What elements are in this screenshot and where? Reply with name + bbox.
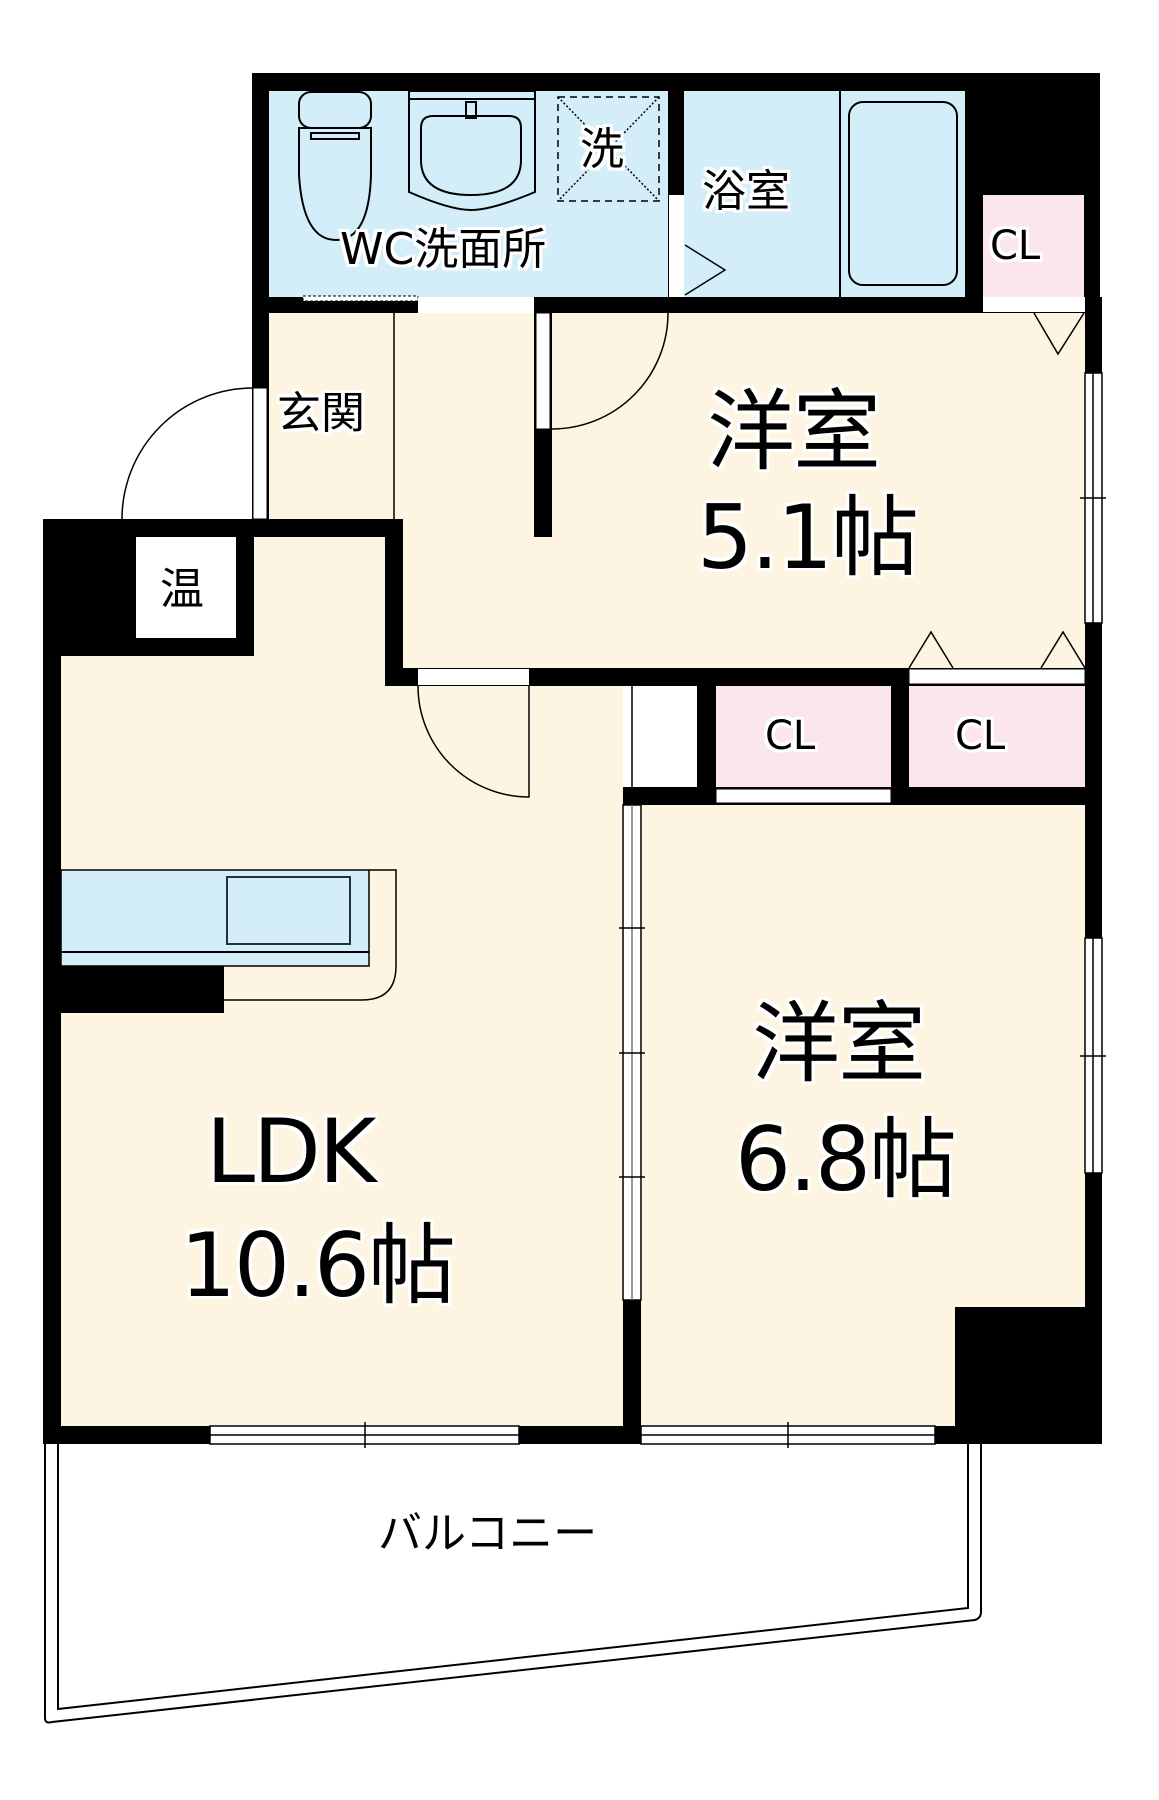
room1-door-opening — [535, 312, 551, 430]
hallway-inner-wall — [385, 519, 403, 686]
balcony-label: バルコニー — [378, 1508, 598, 1559]
water-heater-box — [136, 537, 236, 638]
bathtub-icon — [848, 101, 958, 286]
room2-sliding-doors — [619, 804, 645, 1301]
room2-balcony-window — [640, 1422, 936, 1448]
closet-middle-left-label: CL — [765, 713, 816, 759]
ldk-door-swing-icon — [417, 685, 530, 798]
washer-space-icon — [557, 96, 660, 202]
water-heater-label: 温 — [160, 564, 204, 615]
ldk-label: LDK — [206, 1100, 376, 1203]
room1-door-swing-icon — [551, 312, 669, 430]
closet-top-floor — [983, 195, 1084, 297]
ldk-door-opening — [418, 669, 529, 685]
room1-floor — [552, 313, 1085, 668]
room2-label: 洋室 — [752, 992, 926, 1095]
toilet-icon — [298, 91, 372, 242]
ldk-window — [209, 1422, 520, 1448]
room1-size: 5.1帖 — [697, 486, 919, 589]
bathroom-door-opening — [669, 195, 684, 297]
wc-washroom-label: WC洗面所 — [340, 224, 547, 275]
room1-window — [1080, 372, 1106, 624]
entrance-door-swing-icon — [121, 387, 254, 520]
room2-corner-pillar — [955, 1307, 1102, 1444]
closet-middle-right-floor — [909, 686, 1085, 787]
balcony — [44, 1444, 982, 1724]
closet-middle-left-floor — [716, 686, 891, 787]
closet-middle-right-label: CL — [955, 713, 1006, 759]
kitchen-sink-icon — [226, 876, 351, 945]
room1-label: 洋室 — [707, 380, 881, 483]
ldk-size: 10.6帖 — [180, 1214, 456, 1317]
room2-size: 6.8帖 — [735, 1108, 957, 1211]
closet-middle-left-door — [715, 788, 892, 804]
bathroom-floor — [684, 91, 839, 297]
kitchen-counter — [43, 869, 397, 1013]
entrance-label: 玄関 — [277, 388, 365, 439]
closet-middle-right-door — [908, 668, 1086, 685]
entrance-door-opening — [252, 387, 268, 520]
closet-partition-wall — [697, 668, 716, 805]
wash-basin-icon — [408, 90, 536, 212]
wc-door-opening — [418, 297, 534, 313]
closet-top-label: CL — [990, 223, 1041, 269]
washer-label: 洗 — [580, 124, 624, 175]
bathroom-door-swing-icon — [684, 244, 727, 296]
ldk-room2-divider-wall — [623, 1300, 641, 1444]
bathroom-label: 浴室 — [702, 166, 790, 217]
closet-separator-wall — [891, 668, 909, 805]
closet-middle-right-door-swing-icon — [908, 630, 1086, 669]
entrance-floor — [269, 313, 534, 519]
closet-top-door-swing-icon — [1033, 312, 1085, 356]
bottom-wall — [43, 1426, 1102, 1444]
wc-sliding-door — [302, 295, 419, 302]
room2-window — [1080, 937, 1106, 1174]
closet-top-door — [983, 297, 1085, 312]
